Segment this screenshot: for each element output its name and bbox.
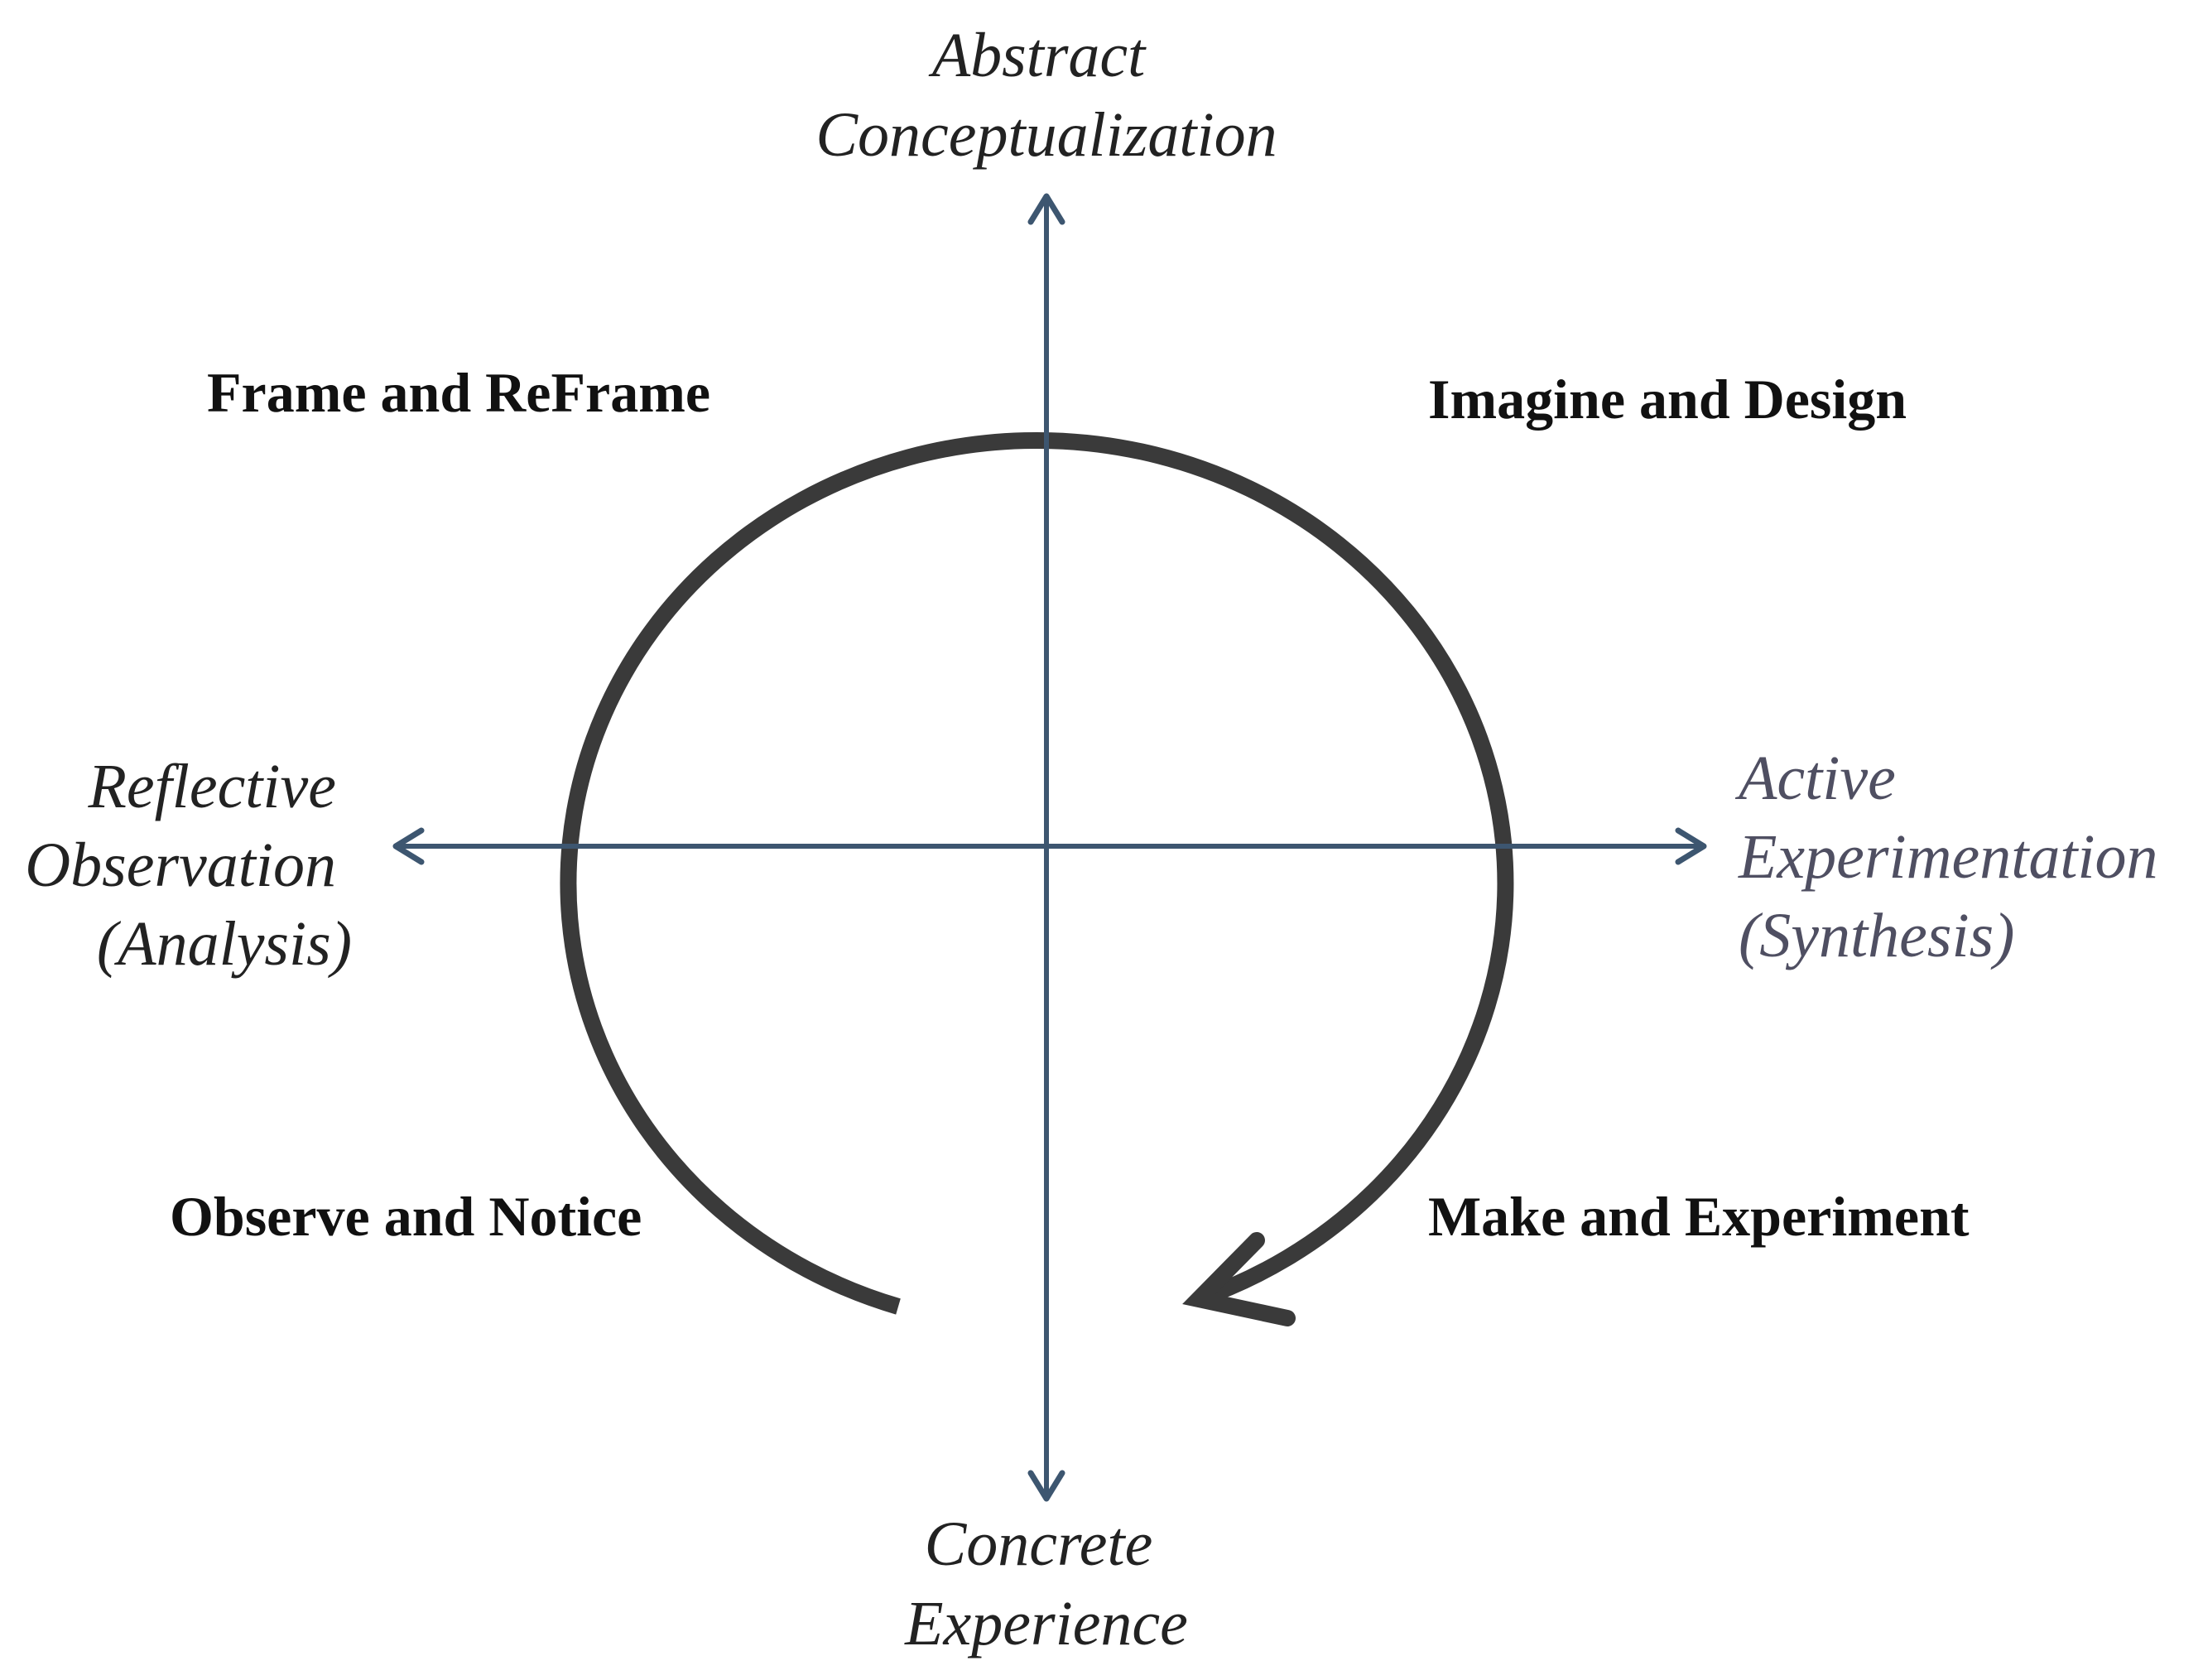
- axis-label-bottom-line2: Experience: [904, 1589, 1188, 1658]
- axis-label-top: Abstract Conceptualization: [815, 21, 1277, 170]
- left-arrowhead-icon: [392, 827, 425, 865]
- axis-label-left-line3: (Analysis): [97, 909, 352, 979]
- phase-label-top-left: Frame and ReFrame: [207, 361, 710, 424]
- axis-label-left: Reflective Observation (Analysis): [25, 752, 352, 979]
- axes: [392, 193, 1707, 1502]
- axis-label-bottom: Concrete Experience: [904, 1509, 1188, 1658]
- cycle-arrowhead-icon: [1182, 1232, 1296, 1326]
- right-arrowhead-icon: [1675, 827, 1707, 865]
- phase-label-top-right: Imagine and Design: [1428, 368, 1907, 431]
- cycle-arc: [560, 431, 1514, 1315]
- phase-label-bottom-left: Observe and Notice: [170, 1185, 642, 1248]
- cycle-arrow: [560, 431, 1514, 1326]
- axis-label-left-line1: Reflective: [87, 752, 336, 821]
- axis-label-right-line1: Active: [1734, 744, 1896, 813]
- axis-label-right: Active Experimentation (Synthesis): [1734, 744, 2174, 970]
- down-arrowhead-icon: [1027, 1470, 1065, 1502]
- axis-label-right-line2: Experimentation: [1738, 822, 2158, 892]
- phase-label-bottom-right: Make and Experiment: [1428, 1185, 1970, 1248]
- axis-label-bottom-line1: Concrete: [925, 1509, 1153, 1579]
- axis-label-top-line1: Abstract: [928, 21, 1147, 90]
- axis-label-left-line2: Observation: [25, 830, 336, 900]
- up-arrowhead-icon: [1027, 193, 1065, 225]
- axis-label-right-line3: (Synthesis): [1739, 901, 2014, 970]
- axis-label-top-line2: Conceptualization: [815, 100, 1277, 170]
